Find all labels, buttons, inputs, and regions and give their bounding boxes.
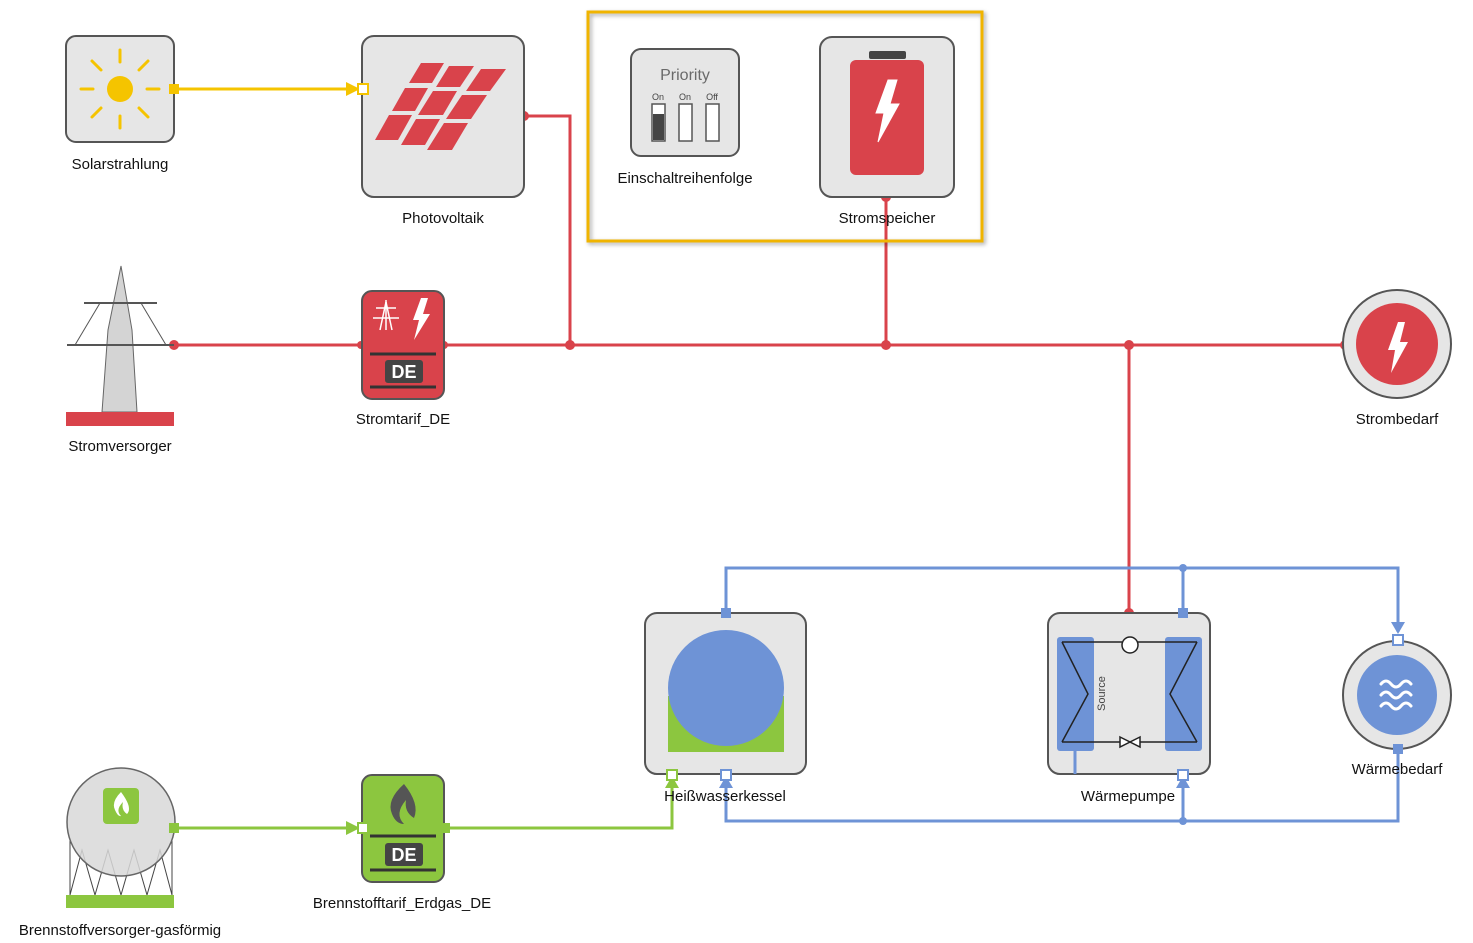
switch-2-label: On xyxy=(679,92,691,102)
gas-supplier-label: Brennstoffversorger-gasförmig xyxy=(19,922,221,939)
switch-1-label: On xyxy=(652,92,664,102)
boiler-return-input-port[interactable] xyxy=(720,769,732,781)
gas-tariff-lines xyxy=(370,834,436,872)
sun-icon xyxy=(79,48,161,130)
source-label: Source xyxy=(1096,676,1108,711)
lightning-icon xyxy=(875,79,900,143)
gas-arrow xyxy=(346,821,360,835)
switch-2[interactable] xyxy=(678,103,693,142)
boiler-node[interactable]: Heißwasserkessel xyxy=(644,608,807,805)
switch-3-label: Off xyxy=(706,92,718,102)
gas-tariff-node[interactable]: DE Brennstofftarif_Erdgas_DE xyxy=(313,774,491,912)
switch-3[interactable] xyxy=(705,103,720,142)
ground-bar xyxy=(66,412,174,426)
heat-pump-return-port[interactable] xyxy=(1177,769,1189,781)
grid-supplier-node[interactable]: Stromversorger xyxy=(66,265,174,455)
power-pylon-icon xyxy=(67,265,174,413)
evaporator-icon xyxy=(1057,637,1094,751)
gas-supplier-node[interactable]: Brennstoffversorger-gasförmig xyxy=(19,767,221,939)
pylon-small-icon xyxy=(373,300,399,331)
gas-output-port[interactable] xyxy=(169,823,179,833)
lightning-small-icon xyxy=(413,298,430,340)
photovoltaic-node[interactable]: Photovoltaik xyxy=(357,35,525,227)
pv-label: Photovoltaik xyxy=(402,210,484,227)
electric-bus[interactable] xyxy=(174,114,1345,613)
solar-label: Solarstrahlung xyxy=(72,156,169,173)
switch-1-fill xyxy=(653,114,664,140)
tariff-lines xyxy=(370,352,436,389)
priority-switches: On On Off xyxy=(651,92,720,142)
power-tariff-badge: DE xyxy=(391,362,416,382)
battery-storage-node[interactable]: Stromspeicher xyxy=(819,36,955,227)
heat-demand-label: Wärmebedarf xyxy=(1352,761,1444,778)
boiler-gas-input-port[interactable] xyxy=(666,769,678,781)
gas-sphere-tank-icon xyxy=(66,767,176,897)
heat-demand-disc xyxy=(1357,655,1437,735)
power-tariff-label: Stromtarif_DE xyxy=(356,411,450,428)
solar-radiation-node[interactable]: Solarstrahlung xyxy=(65,35,179,173)
power-tariff-node[interactable]: DE Stromtarif_DE xyxy=(356,290,450,428)
storage-label: Stromspeicher xyxy=(839,210,936,227)
power-demand-label: Strombedarf xyxy=(1356,411,1439,428)
heat-pump-circuit xyxy=(1061,636,1198,749)
heat-pump-label: Wärmepumpe xyxy=(1081,788,1175,805)
lightning-demand-icon xyxy=(1388,322,1408,373)
heat-demand-input-port[interactable] xyxy=(1392,634,1404,646)
heat-loop[interactable] xyxy=(724,566,1400,823)
heat-demand-node[interactable]: Wärmebedarf xyxy=(1342,634,1452,778)
boiler-label: Heißwasserkessel xyxy=(664,788,786,805)
solar-output-port[interactable] xyxy=(169,84,179,94)
gas-tariff-badge: DE xyxy=(391,845,416,865)
selection-frame[interactable] xyxy=(586,10,984,243)
de-badge xyxy=(385,360,423,383)
condenser-icon xyxy=(1165,637,1202,751)
electric-junctions xyxy=(169,111,1350,618)
boiler-tank-icon xyxy=(668,630,784,746)
gas-tariff-label: Brennstofftarif_Erdgas_DE xyxy=(313,895,491,912)
gas-tariff-output-port[interactable] xyxy=(440,823,450,833)
gas-de-badge xyxy=(385,843,423,866)
heat-pump-output-port[interactable] xyxy=(1178,608,1188,618)
heat-arrows xyxy=(719,564,1405,825)
gas-ground-bar xyxy=(66,895,174,908)
flame-icon xyxy=(390,784,416,824)
gas-arrow-boiler xyxy=(665,776,679,788)
gas-line[interactable] xyxy=(174,782,674,830)
switching-order-node[interactable]: Priority On On Off Einschaltreihenfolge xyxy=(617,48,753,187)
heat-waves-icon xyxy=(1379,679,1413,711)
heat-pump-node[interactable]: Source Wärmepumpe xyxy=(1047,608,1211,805)
power-demand-node[interactable]: Strombedarf xyxy=(1342,289,1452,428)
boiler-hot-output-port[interactable] xyxy=(721,608,731,618)
solar-panel-icon xyxy=(375,63,506,150)
solar-connection[interactable] xyxy=(174,82,360,96)
pv-solar-input-port[interactable] xyxy=(357,83,369,95)
grid-supplier-label: Stromversorger xyxy=(68,438,171,455)
battery-terminal-icon xyxy=(869,51,906,59)
gas-tariff-input-port[interactable] xyxy=(357,822,369,834)
heat-demand-output-port[interactable] xyxy=(1393,744,1403,754)
priority-title: Priority xyxy=(660,67,710,84)
switching-order-label: Einschaltreihenfolge xyxy=(617,170,752,187)
